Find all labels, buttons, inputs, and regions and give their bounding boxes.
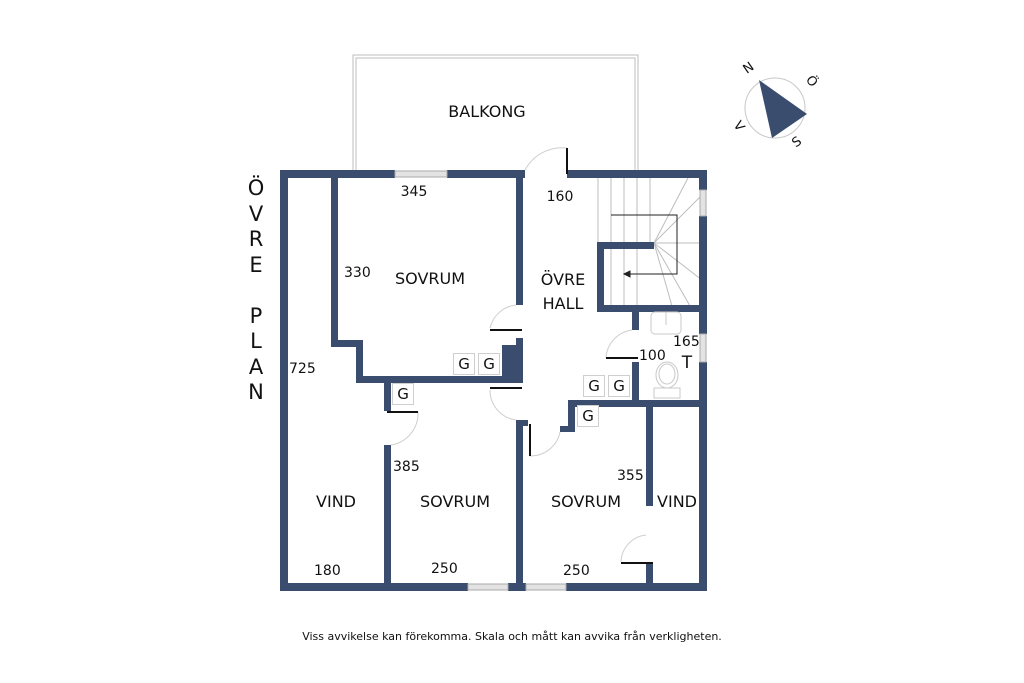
closet-marker: G [453, 353, 475, 375]
dim-toilet-depth: 165 [673, 334, 700, 350]
floor-title-letter: R [248, 227, 264, 251]
floor-title-letter: Ö [247, 176, 265, 200]
disclaimer-text: Viss avvikelse kan förekomma. Skala och … [302, 630, 722, 643]
floor-title: Ö V R E P L A N [244, 178, 268, 408]
dim-bedroom-top-width: 345 [400, 184, 428, 200]
floor-title-letter: P [249, 303, 263, 328]
dim-attic-left-length: 725 [289, 361, 316, 377]
room-label-attic-right: VIND [657, 492, 697, 511]
dim-bedroom-bl-width: 250 [431, 561, 458, 577]
closet-marker: G [608, 375, 630, 397]
room-label-attic-left: VIND [316, 492, 356, 511]
room-label-bedroom-top: SOVRUM [394, 269, 466, 288]
closet-marker: G [577, 405, 599, 427]
room-label-bedroom-bottom-left: SOVRUM [419, 492, 491, 511]
dim-bedroom-br-depth: 355 [617, 468, 644, 484]
room-label-bedroom-bottom-right: SOVRUM [550, 492, 622, 511]
dim-toilet-width: 100 [639, 348, 666, 364]
windows [394, 170, 707, 591]
walls [280, 170, 707, 591]
floor-title-letter: E [249, 252, 263, 277]
room-label-hall-line2: HALL [542, 294, 584, 313]
toilet-icon [650, 311, 682, 399]
dim-hall-width: 160 [546, 189, 574, 205]
floor-title-letter: N [248, 380, 264, 404]
compass-icon [744, 77, 807, 139]
dim-bedroom-br-width: 250 [563, 563, 590, 579]
room-label-balcony: BALKONG [448, 102, 526, 121]
stair-direction-arrow [611, 214, 678, 278]
floor-title-space [253, 280, 260, 306]
room-label-hall-line1: ÖVRE [540, 270, 586, 289]
balcony-outline [352, 54, 639, 172]
dim-bedroom-top-depth: 330 [344, 265, 371, 281]
closet-marker: G [478, 353, 500, 375]
floor-title-letter: A [248, 354, 264, 379]
closet-marker: G [583, 375, 605, 397]
room-label-toilet: T [681, 353, 693, 373]
dim-attic-left-width: 180 [314, 563, 341, 579]
dim-bedroom-bl-depth: 385 [393, 459, 420, 475]
floor-title-letter: V [248, 201, 264, 226]
closet-marker: G [392, 383, 414, 405]
doors [387, 147, 653, 564]
floor-title-letter: L [250, 329, 262, 353]
